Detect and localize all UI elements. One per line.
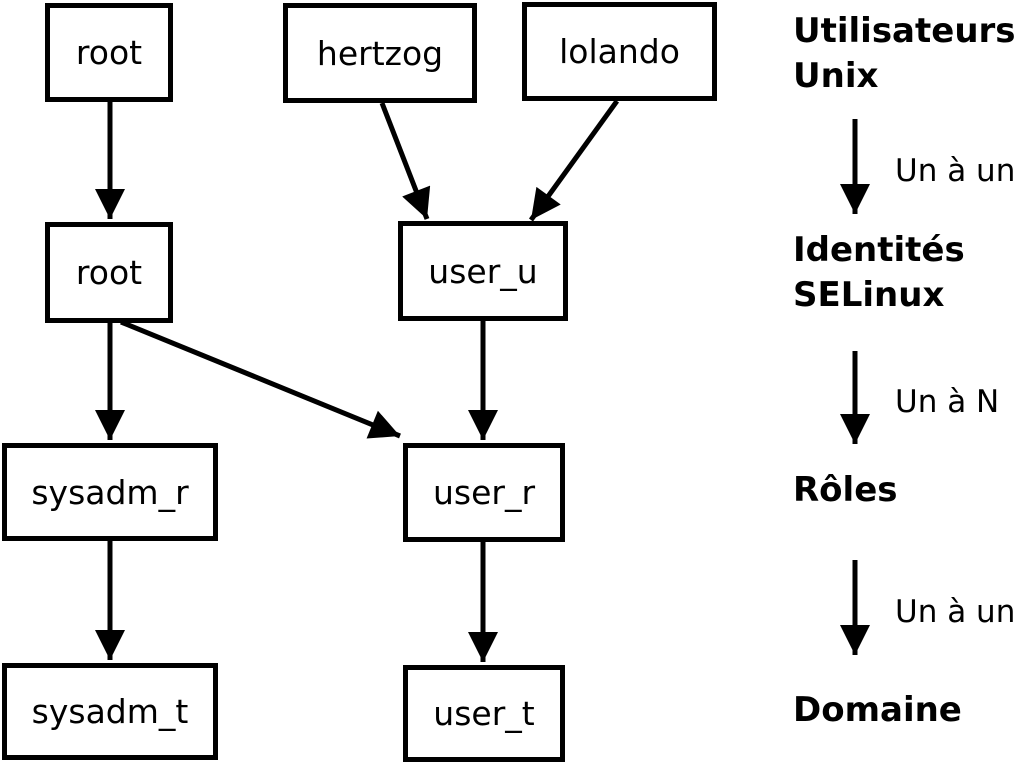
legend-label-one-to-n: Un à N: [895, 384, 1000, 420]
legend-heading-unix-users-line1: Utilisateurs: [793, 11, 1016, 51]
node-role-sysadm-r: sysadm_r: [2, 443, 218, 541]
node-domain-sysadm-t: sysadm_t: [2, 663, 218, 760]
legend-heading-selinux-identities-line1: Identités: [793, 230, 965, 270]
legend-label-one-to-one-2: Un à un: [895, 594, 1016, 630]
node-role-user-r: user_r: [403, 443, 565, 542]
node-unix-user-lolando: lolando: [522, 2, 717, 101]
arrow-lolando-to-user-u: [528, 99, 620, 222]
arrow-selinuxroot-to-user-r: [120, 319, 401, 439]
arrow-hertzog-to-user-u: [379, 102, 431, 220]
legend-heading-domain: Domaine: [793, 690, 962, 730]
legend-heading-selinux-identities-line2: SELinux: [793, 275, 945, 315]
legend-heading-unix-users-line2: Unix: [793, 56, 879, 96]
legend-heading-selinux-identities: Identités SELinux: [793, 228, 965, 318]
node-domain-user-t: user_t: [403, 665, 565, 762]
node-selinux-identity-root: root: [45, 222, 173, 323]
legend-heading-roles: Rôles: [793, 470, 898, 510]
legend-heading-unix-users: Utilisateurs Unix: [793, 9, 1016, 99]
legend-label-one-to-one-1: Un à un: [895, 153, 1016, 189]
node-selinux-identity-user-u: user_u: [398, 221, 568, 321]
node-unix-user-hertzog: hertzog: [283, 3, 477, 103]
node-unix-user-root: root: [45, 3, 173, 102]
